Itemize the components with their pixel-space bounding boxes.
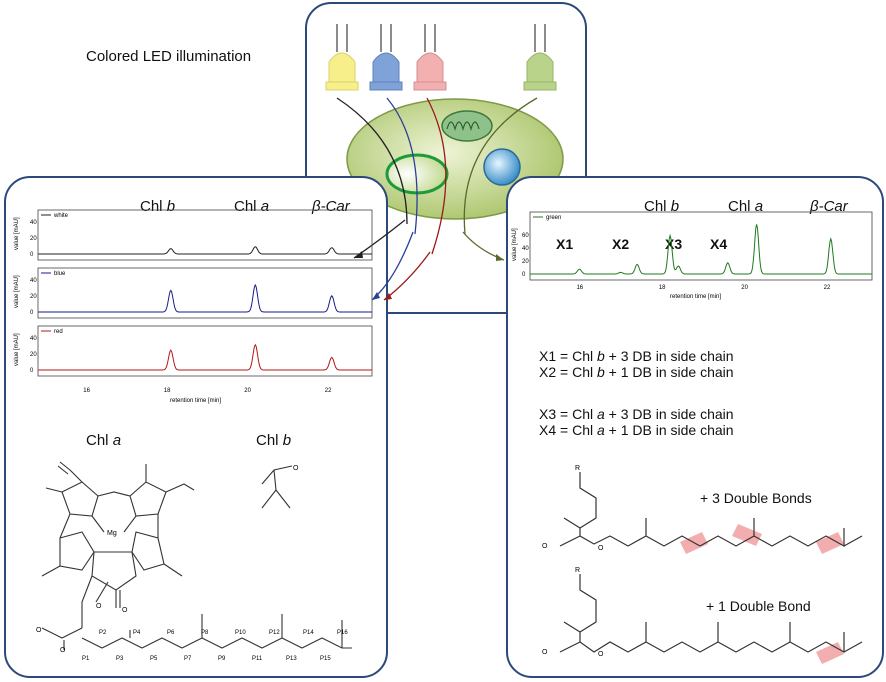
chloroplast-icon <box>441 110 493 142</box>
left-chromatograms: white 0 20 40 value [mAU] blue 0 20 40 value [mAU… <box>14 209 373 404</box>
svg-text:O: O <box>122 607 128 614</box>
y-tick-label: 20 <box>522 259 529 265</box>
structure-title-chl-b: Chl b <box>256 432 292 449</box>
marker-x4: X4 <box>710 236 728 252</box>
phytyl-label: P7 <box>184 656 192 662</box>
y-tick-label: 40 <box>30 278 37 284</box>
y-tick-label: 40 <box>522 246 529 252</box>
y-tick-label: 20 <box>30 352 37 358</box>
svg-text:O: O <box>60 647 66 654</box>
phytyl-label: P10 <box>235 630 246 636</box>
peak-label-car-right: β-Car <box>810 198 848 215</box>
phytyl-label: P12 <box>269 630 280 636</box>
x-tick-label: 16 <box>576 285 583 291</box>
equation-x3: X3 = Chl a + 3 DB in side chain <box>539 406 734 422</box>
chart-frame-white <box>37 209 373 261</box>
led-green-icon <box>523 24 557 91</box>
led-red-icon <box>413 24 447 91</box>
marker-x2: X2 <box>612 236 630 252</box>
label-1-double-bond: + 1 Double Bond <box>706 598 811 614</box>
legend-label-red: red <box>54 329 63 335</box>
svg-text:O: O <box>293 465 299 472</box>
phytyl-label: P3 <box>116 656 124 662</box>
y-tick-label: 40 <box>30 336 37 342</box>
phytyl-label: P11 <box>252 656 263 662</box>
x-tick-label: 20 <box>741 285 748 291</box>
series-line-green <box>530 224 872 275</box>
x-tick-label: 16 <box>83 388 90 394</box>
x-tick-label: 22 <box>824 285 831 291</box>
y-axis-label: value [mAU] <box>512 228 518 261</box>
phytyl-label: P5 <box>150 656 158 662</box>
equation-x1: X1 = Chl b + 3 DB in side chain <box>539 348 734 364</box>
y-tick-label: 0 <box>522 272 526 278</box>
right-panel <box>506 176 884 678</box>
marker-x1: X1 <box>556 236 574 252</box>
peak-label-chl-b-left: Chl b <box>140 198 176 215</box>
series-line-blue <box>38 283 372 313</box>
series-line-white <box>38 246 372 255</box>
svg-text:O: O <box>598 651 604 658</box>
y-tick-label: 20 <box>30 236 37 242</box>
phytyl-label: P13 <box>286 656 297 662</box>
phytyl-label: P8 <box>201 630 209 636</box>
x-tick-label: 22 <box>325 388 332 394</box>
phytyl-label: P4 <box>133 630 141 636</box>
led-blue-icon <box>369 24 403 91</box>
y-axis-label: value [mAU] <box>14 333 20 366</box>
y-axis-label: value [mAU] <box>14 275 20 308</box>
peak-label-chl-a-right: Chl a <box>728 198 764 215</box>
legend-label-green: green <box>546 215 561 221</box>
legend-label-blue: blue <box>54 271 66 277</box>
x-tick-label: 18 <box>164 388 171 394</box>
x-tick-label: 18 <box>659 285 666 291</box>
chart-frame-green <box>529 211 873 281</box>
x-tick-label: 20 <box>244 388 251 394</box>
figure-title: Colored LED illumination <box>86 48 252 65</box>
equation-x2: X2 = Chl b + 1 DB in side chain <box>539 364 734 380</box>
nucleus-icon <box>483 148 521 186</box>
y-tick-label: 40 <box>30 220 37 226</box>
svg-text:Mg: Mg <box>107 530 117 537</box>
equation-x4: X4 = Chl a + 1 DB in side chain <box>539 422 734 438</box>
y-tick-label: 0 <box>30 368 34 374</box>
r-label-bottom: R <box>575 567 580 574</box>
chart-frame-red <box>37 325 373 377</box>
y-tick-label: 0 <box>30 252 34 258</box>
right-chromatogram: green 0 20 40 60 value [mAU] 16 18 20 22 retention… <box>512 211 873 300</box>
series-line-red <box>38 343 372 371</box>
x-axis-label: retention time [min] <box>170 398 221 404</box>
side-chain-structures: R O O R O O <box>542 465 863 664</box>
o-label-top: O <box>542 543 548 550</box>
peak-label-chl-a-left: Chl a <box>234 198 270 215</box>
peak-label-chl-b-right: Chl b <box>644 198 680 215</box>
legend-label-white: white <box>53 213 69 219</box>
y-axis-label: value [mAU] <box>14 217 20 250</box>
svg-text:O: O <box>598 545 604 552</box>
phytyl-label: P14 <box>303 630 314 636</box>
structure-title-chl-a: Chl a <box>86 432 122 449</box>
x-axis-label: retention time [min] <box>670 294 721 300</box>
phytyl-label: P9 <box>218 656 226 662</box>
label-3-double-bonds: + 3 Double Bonds <box>700 490 812 506</box>
y-tick-label: 60 <box>522 233 529 239</box>
svg-text:O: O <box>96 603 102 610</box>
chart-frame-blue <box>37 267 373 319</box>
led-yellow-icon <box>325 24 359 91</box>
phytyl-label: P6 <box>167 630 175 636</box>
phytyl-label: P2 <box>99 630 107 636</box>
o-label-bottom: O <box>542 649 548 656</box>
peak-label-car-left: β-Car <box>312 198 350 215</box>
phytyl-label: P16 <box>337 630 348 636</box>
phytyl-label: P15 <box>320 656 331 662</box>
svg-text:O: O <box>36 627 42 634</box>
y-tick-label: 20 <box>30 294 37 300</box>
r-label-top: R <box>575 465 580 472</box>
phytyl-label: P1 <box>82 656 90 662</box>
y-tick-label: 0 <box>30 310 34 316</box>
